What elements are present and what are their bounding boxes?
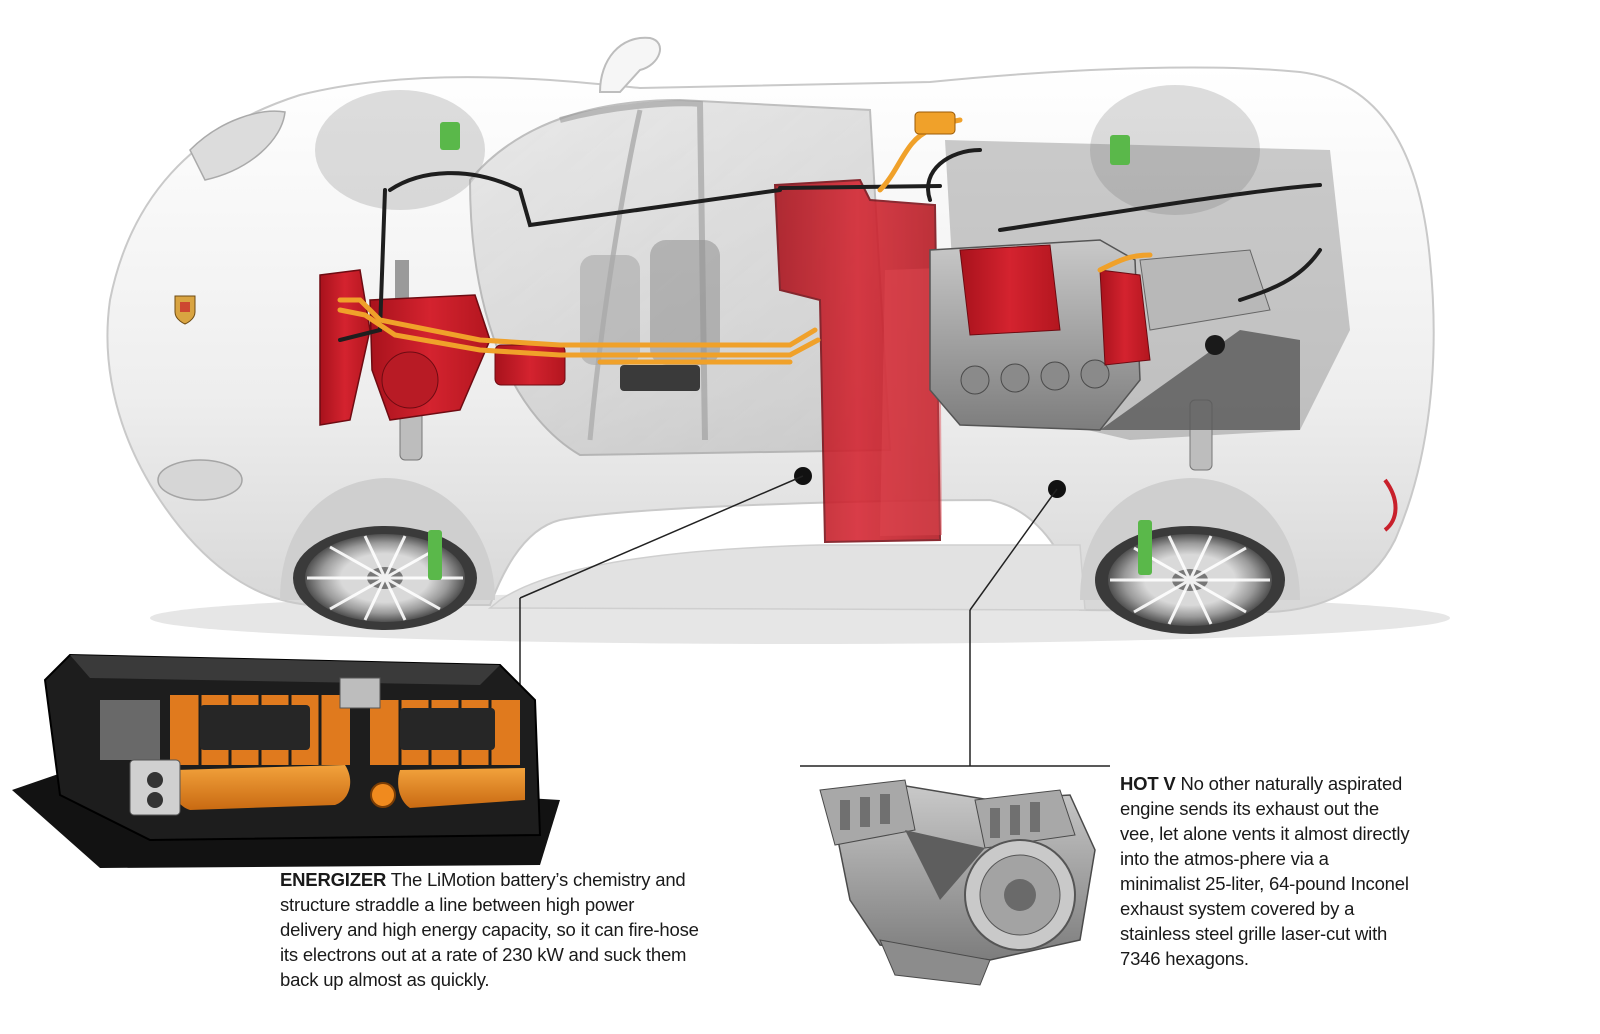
leader-line-energizer: [519, 475, 804, 599]
caption-energizer: ENERGIZER The LiMotion battery’s chemist…: [280, 867, 700, 992]
hv-connector: [914, 111, 956, 135]
engine-vee: [905, 830, 985, 900]
battery-socket: [147, 792, 163, 808]
oil-pan: [879, 939, 991, 986]
rear-upper-wheel-well: [1090, 85, 1260, 215]
caption-hot-v-heading: HOT V: [1120, 773, 1176, 794]
front-wheel: [293, 526, 477, 630]
intake-runners: [840, 794, 1040, 838]
seat: [580, 255, 640, 365]
hv-cables: [337, 117, 1153, 365]
coolant-lines: [338, 148, 1322, 342]
caption-hot-v: HOT V No other naturally aspirated engin…: [1120, 771, 1410, 971]
flywheel: [964, 839, 1076, 951]
power-module: [620, 365, 700, 391]
battery-pack-top: [70, 655, 500, 685]
caption-hot-v-body: No other naturally aspirated engine send…: [1120, 773, 1410, 969]
leader-line-hotv: [969, 488, 1058, 611]
hv-plug: [370, 782, 396, 808]
rear-wheel: [1095, 526, 1285, 634]
brand-crest-icon: [174, 295, 196, 325]
battery-pack-illustration: [12, 653, 560, 868]
seat: [650, 240, 720, 365]
caption-energizer-body: The LiMotion battery’s chemistry and str…: [280, 869, 699, 990]
front-upper-wheel-well: [315, 90, 485, 210]
rear-engine: [929, 239, 1300, 431]
battery-cooling-plate: [173, 765, 351, 810]
battery-cooling-plate: [398, 768, 525, 808]
battery-junction: [339, 677, 381, 709]
caption-energizer-heading: ENERGIZER: [280, 869, 387, 890]
side-sill: [487, 544, 1086, 611]
battery-cells: [100, 695, 520, 765]
car-cutaway: [106, 36, 1450, 644]
fog-light: [157, 459, 243, 501]
headlight: [189, 110, 286, 181]
side-mirror: [598, 36, 662, 93]
tail-light: [1383, 478, 1398, 532]
suspension-parts: [428, 122, 1152, 580]
v8-engine-illustration: [819, 779, 1096, 986]
cabin-frame: [559, 100, 708, 441]
battery-socket: [147, 772, 163, 788]
